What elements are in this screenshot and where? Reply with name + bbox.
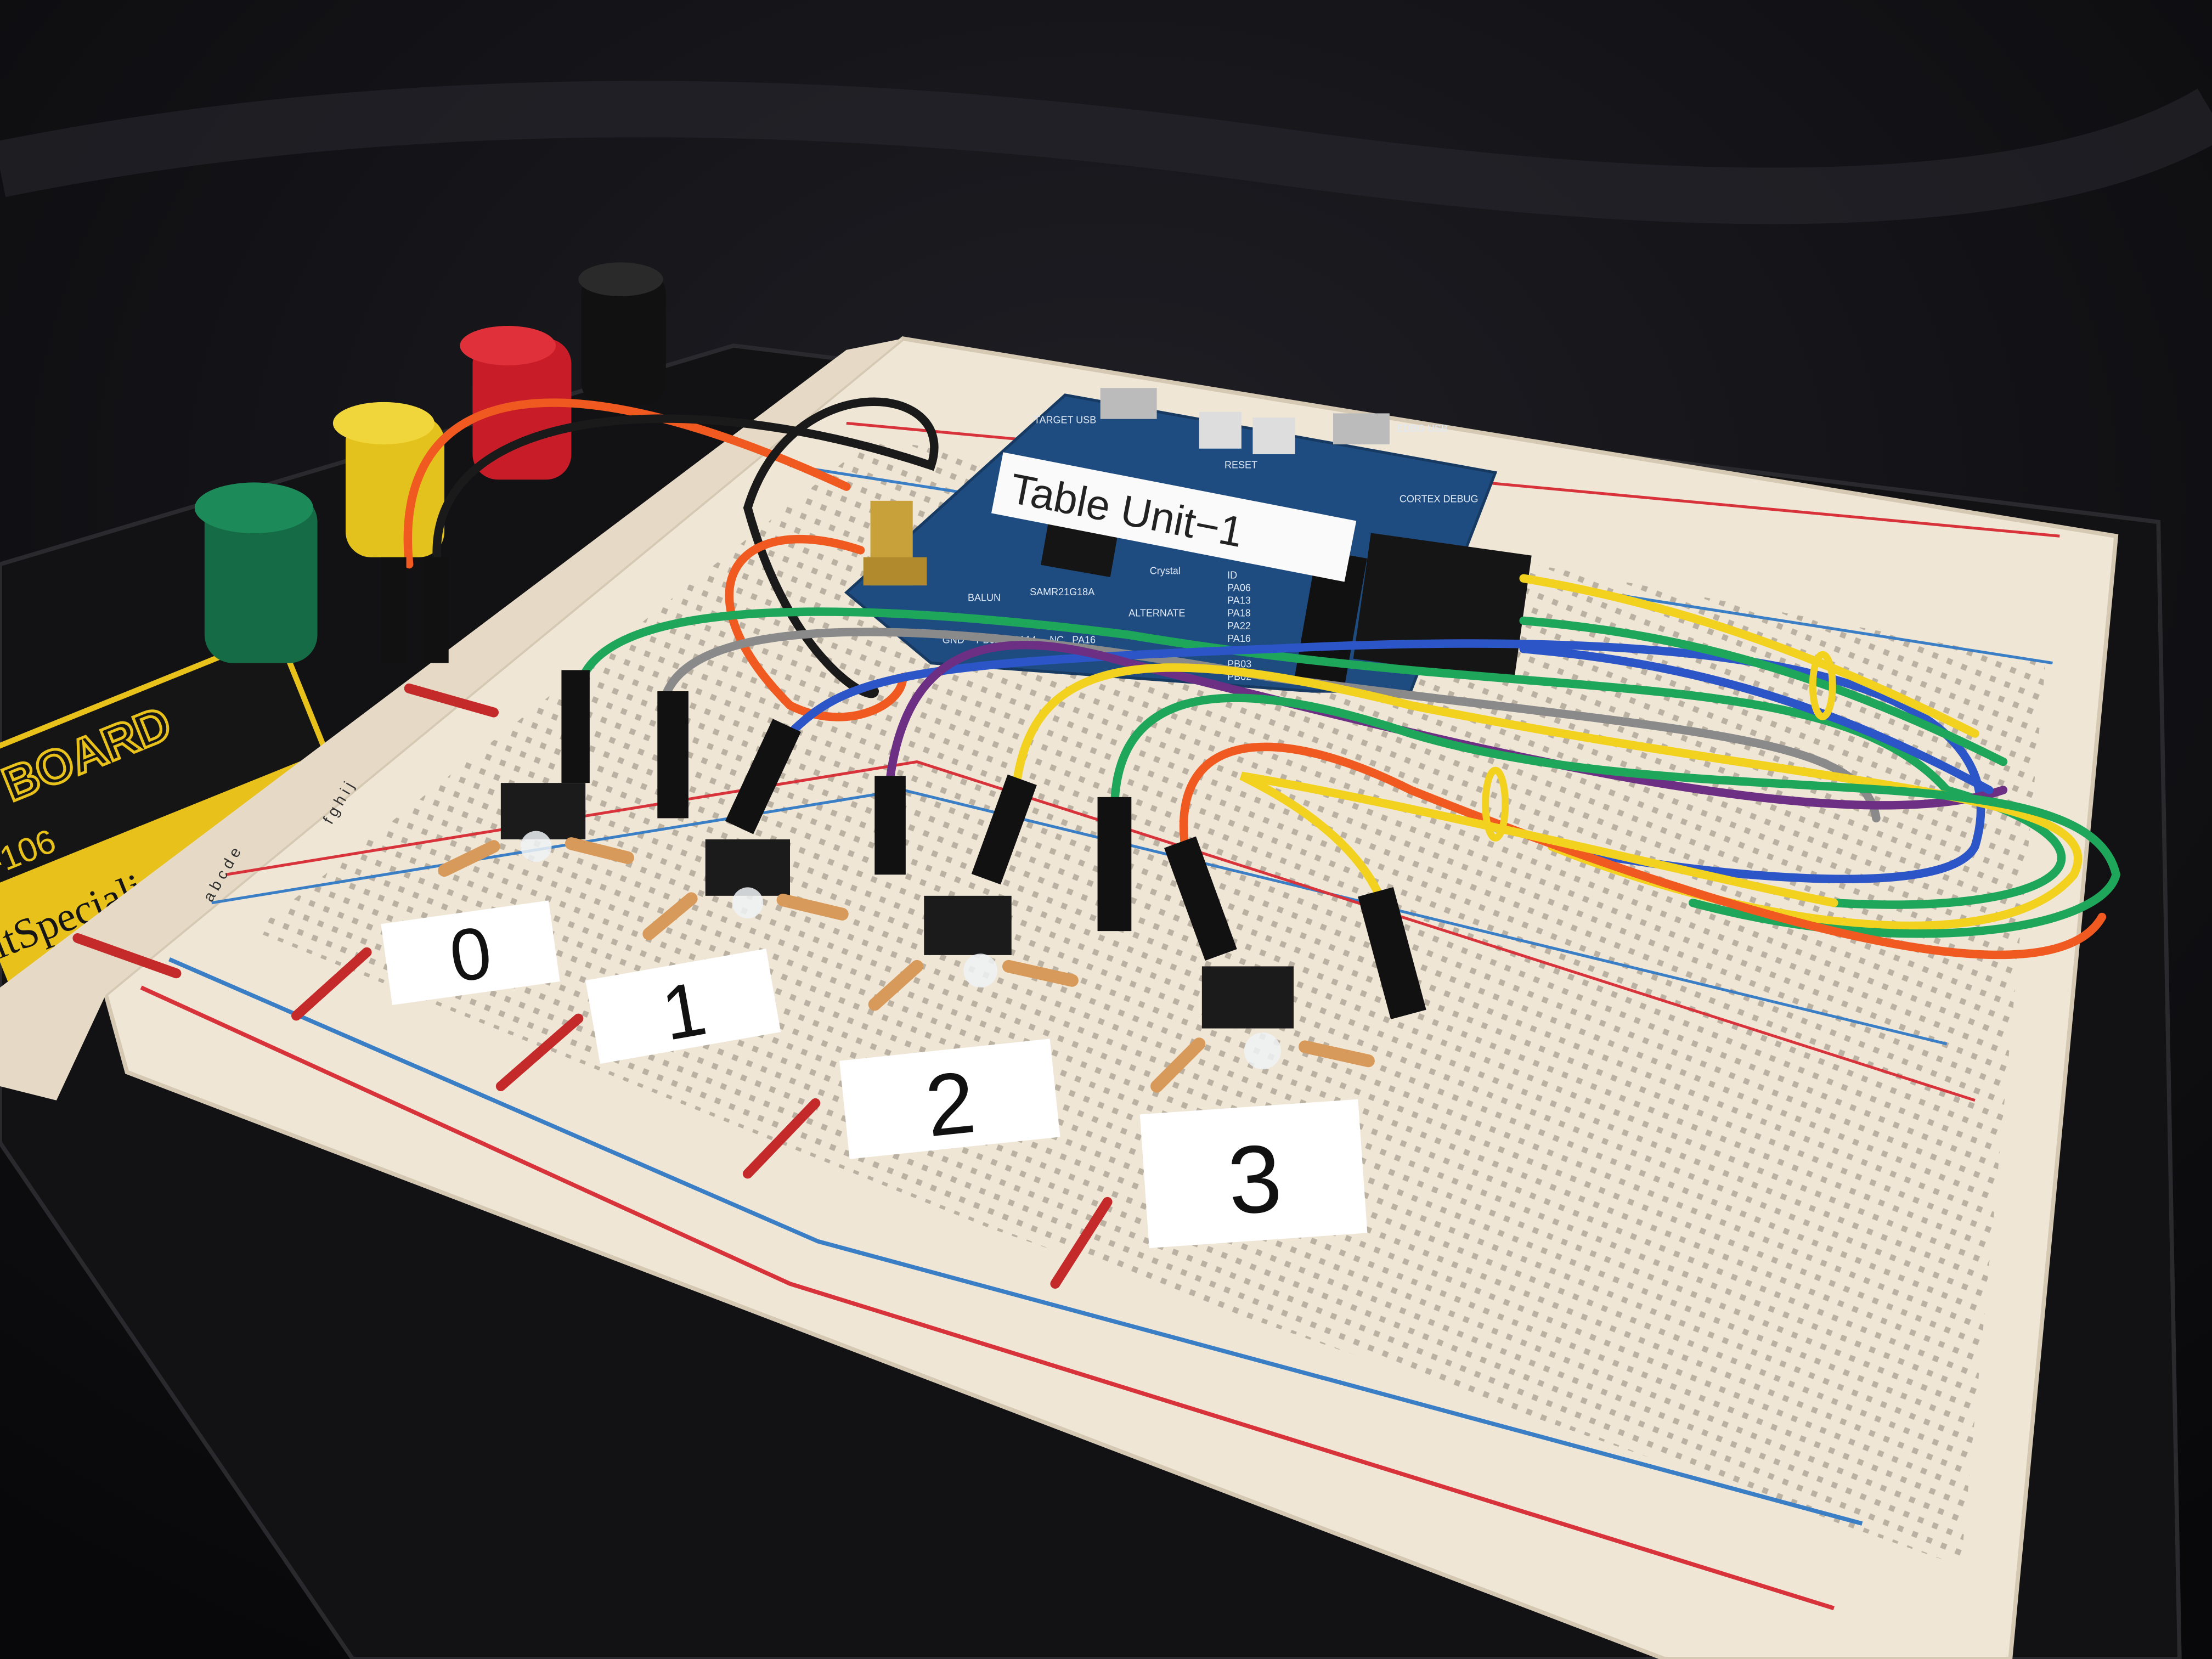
push-button-0[interactable] — [500, 783, 586, 839]
dev-board: Table Unit−1 TARGET USB RESET EDBG USB S… — [844, 388, 1532, 693]
jumper-housings — [1353, 533, 1532, 681]
push-button-3[interactable] — [1201, 966, 1294, 1029]
resistors — [438, 837, 1375, 1093]
target-usb-port[interactable] — [1100, 388, 1157, 419]
silk-pin: PA18 — [1227, 608, 1251, 619]
push-button-1[interactable] — [705, 839, 790, 896]
label-2: 2 — [921, 1053, 980, 1155]
binding-posts — [194, 262, 666, 663]
silk-reset: RESET — [1224, 460, 1257, 471]
leds — [520, 831, 1281, 1070]
binding-post-red — [460, 326, 572, 480]
silk-alternate: ALTERNATE — [1128, 608, 1185, 619]
cable-ties — [1482, 651, 1836, 842]
silk-target-usb: TARGET USB — [1034, 414, 1096, 425]
silk-pin: ID — [1227, 569, 1237, 580]
silk-pin: PA06 — [1227, 582, 1251, 593]
jumper-wires — [403, 397, 2121, 960]
samr21-chip — [1041, 523, 1118, 578]
dupont-connectors — [381, 557, 1426, 1019]
red-jumpers — [72, 683, 1113, 1289]
pin-header-connectors — [1294, 549, 1367, 691]
silk-chip-name: SAMR21G18A — [1030, 586, 1094, 597]
silk-crystal: Crystal — [1150, 566, 1181, 577]
silk-cortex-debug: CORTEX DEBUG — [1400, 493, 1479, 504]
push-button-2[interactable] — [924, 895, 1012, 955]
tactile-buttons — [500, 783, 1294, 1029]
silk-edbg-usb: EDBG USB — [1397, 423, 1448, 434]
user-button[interactable] — [1252, 417, 1295, 454]
button-number-labels: 0 1 2 3 — [381, 900, 1368, 1249]
edbg-usb-port[interactable] — [1333, 413, 1390, 444]
sma-antenna-connector — [863, 500, 927, 586]
reset-button[interactable] — [1199, 411, 1242, 449]
silk-pin: PA13 — [1227, 595, 1251, 606]
silk-pin: PA16 — [1227, 633, 1251, 644]
silk-balun: BALUN — [968, 592, 1001, 603]
binding-post-green — [194, 482, 318, 663]
label-3: 3 — [1224, 1125, 1285, 1235]
breadboard-side-rail — [0, 338, 903, 1101]
binding-post-black — [578, 262, 666, 405]
silk-pin: PA22 — [1227, 620, 1251, 631]
binding-post-yellow — [332, 402, 444, 557]
silk-pin-bottom: PA16 — [1072, 635, 1096, 646]
